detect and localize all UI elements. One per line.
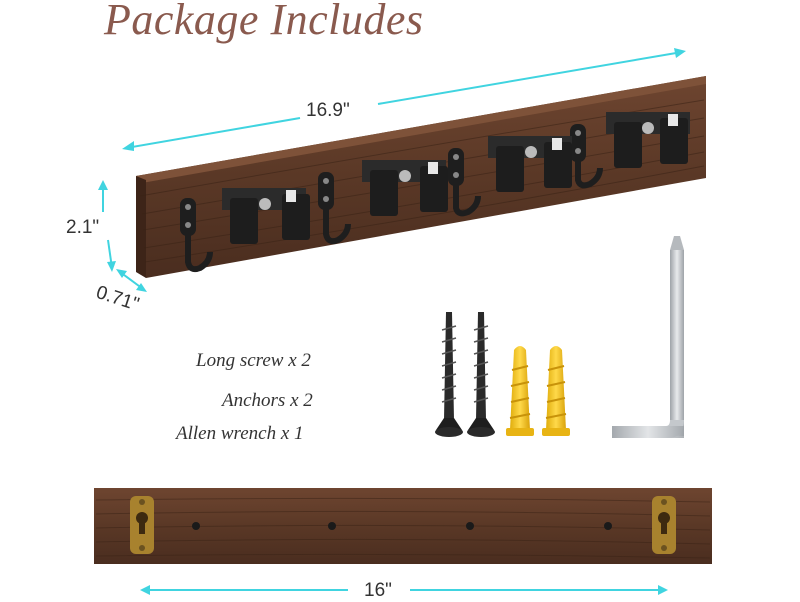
- item-label-anchor: Anchors x 2: [222, 390, 313, 411]
- item-label-wrench: Allen wrench x 1: [176, 423, 304, 444]
- long-screw: [435, 312, 463, 437]
- height-label: 2.1": [66, 217, 100, 238]
- length-arrow-top: [122, 48, 686, 151]
- wall-hook: [570, 124, 603, 189]
- height-arrow: [98, 180, 116, 272]
- wall-hook: [448, 148, 481, 217]
- wall-hook: [318, 172, 351, 245]
- page-title: Package Includes: [104, 0, 424, 44]
- wall-anchor: [542, 346, 570, 436]
- length-label-bottom: 16": [364, 580, 392, 601]
- broom-gripper: [362, 160, 448, 216]
- length-label-top: 16.9": [306, 100, 350, 121]
- broom-gripper: [606, 112, 690, 168]
- wood-board-back: [94, 488, 712, 564]
- wall-hook: [180, 198, 213, 273]
- keyhole-bracket: [130, 496, 154, 554]
- keyhole-bracket: [652, 496, 676, 554]
- broom-gripper: [488, 136, 572, 192]
- wall-anchor: [506, 346, 534, 436]
- item-label-screw: Long screw x 2: [196, 350, 311, 371]
- allen-wrench: [612, 236, 684, 438]
- length-arrow-bottom: [140, 585, 668, 595]
- depth-arrow: [116, 269, 147, 292]
- broom-gripper: [222, 188, 310, 244]
- long-screw: [467, 312, 495, 437]
